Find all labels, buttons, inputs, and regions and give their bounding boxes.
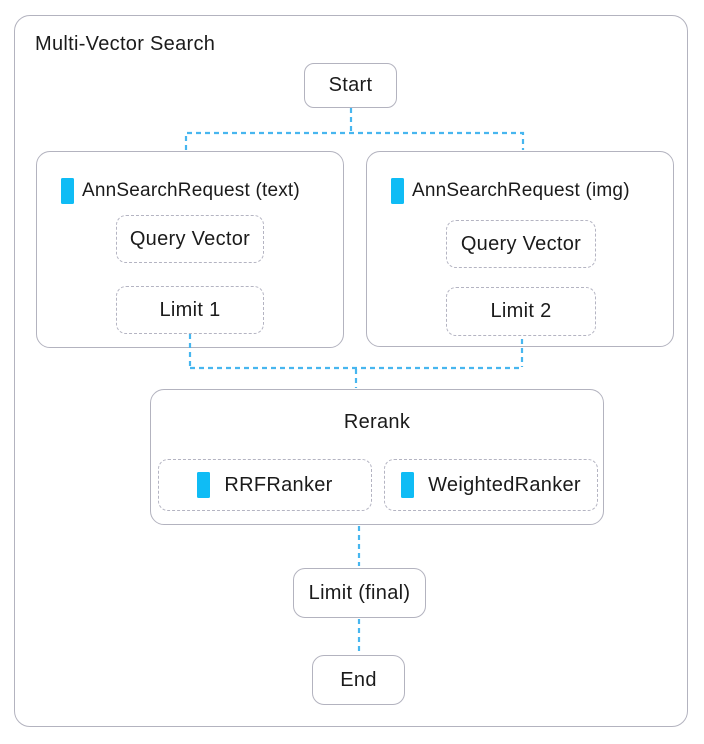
node-end-label: End	[340, 668, 377, 691]
node-weighted-ranker: WeightedRanker	[384, 459, 598, 511]
group-ann-text-label: AnnSearchRequest (text)	[82, 180, 300, 201]
group-ann-img-header: AnnSearchRequest (img)	[391, 178, 630, 204]
group-rerank: Rerank RRFRanker WeightedRanker	[150, 389, 604, 525]
diagram-title: Multi-Vector Search	[35, 33, 216, 55]
node-query-vector-text: Query Vector	[116, 215, 264, 263]
node-limit-final-label: Limit (final)	[308, 581, 411, 604]
node-limit-final: Limit (final)	[293, 568, 426, 618]
group-rerank-label: Rerank	[343, 411, 411, 433]
node-limit-1-label: Limit 1	[159, 298, 221, 321]
node-limit-2-label: Limit 2	[490, 300, 552, 322]
node-query-vector-img: Query Vector	[446, 220, 596, 268]
node-rrf-ranker-label: RRFRanker	[224, 473, 333, 496]
node-limit-1: Limit 1	[116, 286, 264, 334]
node-weighted-ranker-label: WeightedRanker	[428, 473, 581, 496]
blue-bar-icon	[197, 472, 211, 498]
blue-bar-icon	[401, 472, 415, 498]
group-ann-search-request-text: AnnSearchRequest (text) Query Vector Lim…	[36, 151, 344, 348]
node-limit-2: Limit 2	[446, 287, 596, 336]
blue-bar-icon	[391, 178, 404, 204]
blue-bar-icon	[61, 178, 74, 204]
group-ann-text-header: AnnSearchRequest (text)	[61, 178, 300, 204]
node-end: End	[312, 655, 405, 705]
node-start-label: Start	[328, 74, 373, 96]
group-ann-img-label: AnnSearchRequest (img)	[412, 180, 630, 201]
node-query-vector-img-label: Query Vector	[460, 232, 582, 255]
node-query-vector-text-label: Query Vector	[129, 227, 251, 250]
node-rrf-ranker: RRFRanker	[158, 459, 372, 511]
multi-vector-search-frame	[14, 15, 688, 727]
node-start: Start	[304, 63, 397, 108]
group-ann-search-request-img: AnnSearchRequest (img) Query Vector Limi…	[366, 151, 674, 347]
